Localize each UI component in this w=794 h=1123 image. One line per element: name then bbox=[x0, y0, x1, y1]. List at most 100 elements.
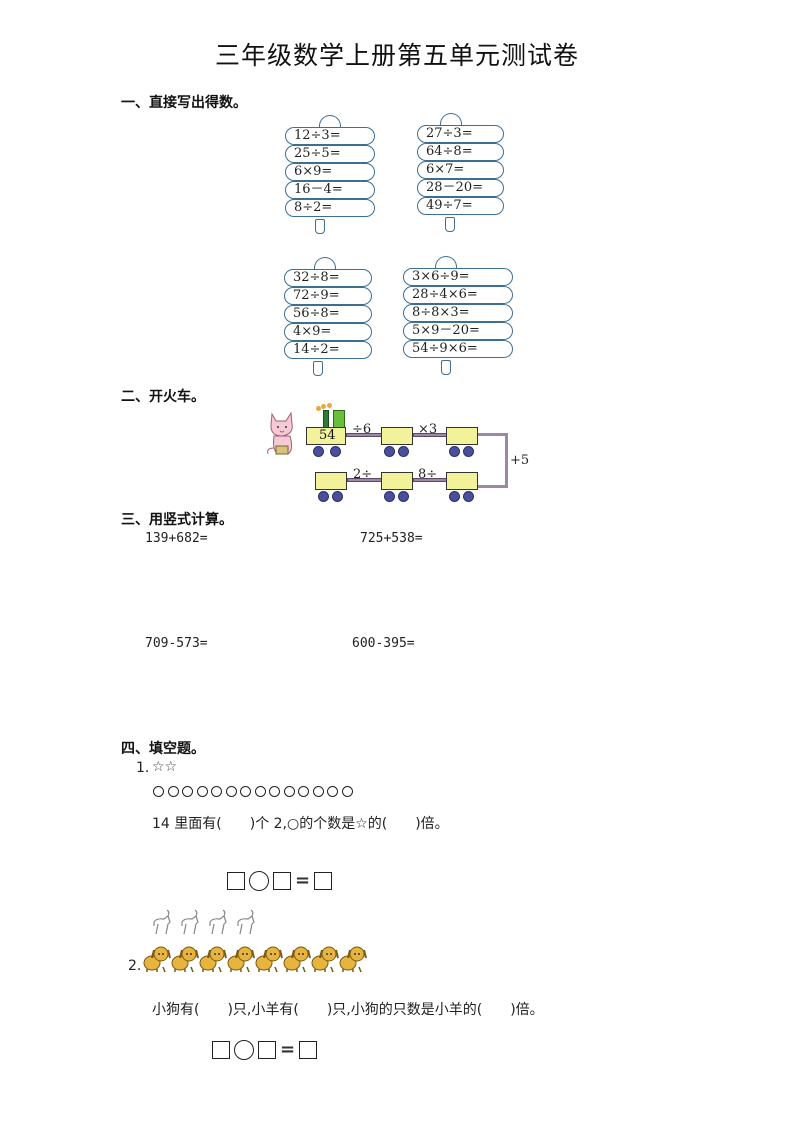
answer-box[interactable] bbox=[258, 1041, 276, 1059]
operator-circle[interactable] bbox=[249, 871, 269, 891]
card-hook bbox=[440, 113, 462, 127]
smoke-icon bbox=[316, 406, 321, 411]
calc-item: 12÷3= bbox=[285, 127, 375, 145]
cup-icon bbox=[445, 217, 455, 232]
wheel-icon bbox=[463, 446, 474, 457]
circle-icon bbox=[269, 786, 280, 797]
vertical-calc-1: 139+682= bbox=[145, 531, 208, 546]
calc-item: 6×9= bbox=[285, 163, 375, 181]
circle-icon bbox=[298, 786, 309, 797]
op-top-2: ×3 bbox=[418, 422, 438, 437]
calc-item: 28－20= bbox=[417, 179, 504, 197]
equals-sign: = bbox=[295, 870, 311, 891]
circle-icon bbox=[312, 786, 324, 797]
card-hook bbox=[314, 257, 336, 271]
wheel-icon bbox=[332, 491, 343, 502]
calc-item: 64÷8= bbox=[417, 143, 504, 161]
q1-stars: ☆☆ bbox=[152, 759, 178, 775]
calc-item: 28÷4×6= bbox=[403, 286, 513, 304]
op-bottom-1: 8÷ bbox=[418, 467, 438, 482]
dog-icon bbox=[255, 946, 283, 973]
answer-box[interactable] bbox=[212, 1041, 230, 1059]
cup-icon bbox=[313, 361, 323, 376]
train-car-answer[interactable] bbox=[446, 472, 478, 490]
section-2-heading: 二、开火车。 bbox=[121, 389, 205, 405]
vertical-calc-3: 709-573= bbox=[145, 636, 208, 651]
card-hook bbox=[435, 256, 457, 270]
cup-icon bbox=[441, 360, 451, 375]
answer-box[interactable] bbox=[299, 1041, 318, 1059]
circle-icon bbox=[153, 786, 164, 797]
dog-icon bbox=[311, 946, 339, 973]
calc-item: 6×7= bbox=[417, 161, 504, 179]
circle-icon bbox=[283, 786, 295, 797]
dog-icon bbox=[199, 946, 227, 973]
q1-circles-row bbox=[153, 782, 356, 801]
smoke-icon bbox=[327, 403, 332, 408]
dog-icon bbox=[143, 946, 171, 973]
calc-card-3: 32÷8= 72÷9= 56÷8= 4×9= 14÷2= bbox=[284, 257, 372, 376]
circle-icon bbox=[182, 786, 193, 797]
goat-icon bbox=[209, 909, 227, 935]
section-3-heading: 三、用竖式计算。 bbox=[121, 512, 233, 528]
vertical-calc-2: 725+538= bbox=[360, 531, 423, 546]
calc-item: 14÷2= bbox=[284, 341, 372, 359]
dog-icon bbox=[339, 946, 367, 973]
dog-icon bbox=[227, 946, 255, 973]
goat-row bbox=[153, 909, 255, 935]
dog-row bbox=[143, 946, 367, 973]
operator-circle[interactable] bbox=[234, 1040, 254, 1060]
calc-item: 56÷8= bbox=[284, 305, 372, 323]
calc-card-4: 3×6÷9= 28÷4×6= 8÷8×3= 5×9－20= 54÷9×6= bbox=[403, 256, 513, 375]
op-top-1: ÷6 bbox=[352, 422, 372, 437]
cat-icon bbox=[267, 411, 293, 455]
q2-equation: = bbox=[212, 1040, 318, 1060]
train-car-answer[interactable] bbox=[446, 427, 478, 445]
circle-icon bbox=[167, 786, 179, 797]
q2-text: 小狗有( )只,小羊有( )只,小狗的只数是小羊的( )倍。 bbox=[152, 1002, 544, 1018]
q1-text: 14 里面有( )个 2,○的个数是☆的( )倍。 bbox=[152, 816, 449, 832]
section-4-heading: 四、填空题。 bbox=[121, 741, 205, 757]
rail-loop bbox=[478, 433, 508, 488]
train-engine: 54 bbox=[306, 427, 346, 445]
circle-icon bbox=[225, 786, 237, 797]
chimney-icon bbox=[323, 410, 329, 428]
answer-box[interactable] bbox=[314, 872, 333, 890]
circle-icon bbox=[240, 786, 251, 797]
page-title: 三年级数学上册第五单元测试卷 bbox=[214, 41, 579, 70]
section-1-heading: 一、直接写出得数。 bbox=[121, 95, 247, 111]
train-car-answer[interactable] bbox=[315, 472, 347, 490]
answer-box[interactable] bbox=[227, 872, 245, 890]
circle-icon bbox=[341, 786, 353, 797]
op-right: +5 bbox=[510, 453, 530, 468]
circle-icon bbox=[196, 786, 208, 797]
wheel-icon bbox=[449, 491, 460, 502]
smoke-icon bbox=[321, 404, 326, 409]
start-value: 54 bbox=[319, 428, 336, 443]
calc-item: 4×9= bbox=[284, 323, 372, 341]
calc-item: 8÷8×3= bbox=[403, 304, 513, 322]
wheel-icon bbox=[384, 446, 395, 457]
q1-equation: = bbox=[227, 870, 333, 891]
answer-box[interactable] bbox=[273, 872, 291, 890]
circle-icon bbox=[211, 786, 222, 797]
train-car-answer[interactable] bbox=[381, 472, 413, 490]
calc-card-2: 27÷3= 64÷8= 6×7= 28－20= 49÷7= bbox=[417, 113, 504, 232]
calc-item: 32÷8= bbox=[284, 269, 372, 287]
train-car-answer[interactable] bbox=[381, 427, 413, 445]
wheel-icon bbox=[463, 491, 474, 502]
op-bottom-2: 2÷ bbox=[353, 467, 373, 482]
goat-icon bbox=[237, 909, 255, 935]
calc-item: 25÷5= bbox=[285, 145, 375, 163]
wheel-icon bbox=[318, 491, 329, 502]
wheel-icon bbox=[398, 491, 409, 502]
q1-number: 1. bbox=[136, 760, 150, 776]
wheel-icon bbox=[449, 446, 460, 457]
calc-item: 8÷2= bbox=[285, 199, 375, 217]
calc-item: 27÷3= bbox=[417, 125, 504, 143]
calc-card-1: 12÷3= 25÷5= 6×9= 16－4= 8÷2= bbox=[285, 115, 375, 234]
calc-item: 16－4= bbox=[285, 181, 375, 199]
calc-item: 49÷7= bbox=[417, 197, 504, 215]
calc-item: 54÷9×6= bbox=[403, 340, 513, 358]
cup-icon bbox=[315, 219, 325, 234]
